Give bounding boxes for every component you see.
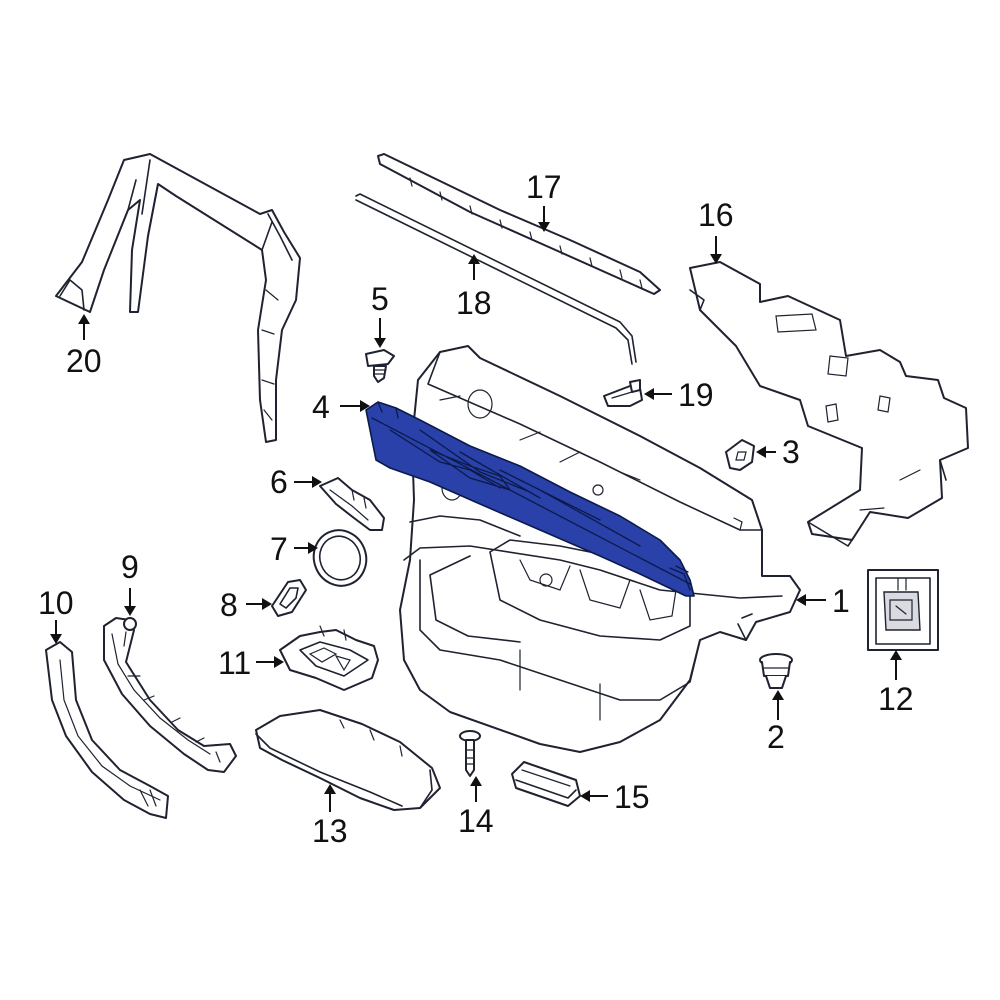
part-9-pull-handle[interactable]: [103, 617, 237, 773]
part-17-belt-molding[interactable]: [377, 153, 661, 295]
callout-11: 11: [218, 645, 251, 681]
leader-lines: [50, 206, 902, 812]
callout-20: 20: [66, 343, 102, 379]
part-18-weatherstrip[interactable]: [355, 193, 637, 365]
callout-2: 2: [767, 719, 785, 755]
part-11-bracket[interactable]: [279, 625, 379, 691]
callout-7: 7: [270, 531, 288, 567]
callout-13: 13: [312, 813, 348, 849]
callout-16: 16: [698, 197, 734, 233]
part-4-fill: [365, 401, 695, 597]
part-4-upper-trim-highlighted[interactable]: [365, 401, 695, 597]
part-14-bolt[interactable]: [459, 730, 481, 777]
part-12-window-switch[interactable]: [867, 569, 939, 651]
callout-8: 8: [220, 587, 238, 623]
part-2-push-fastener[interactable]: [759, 653, 793, 689]
callout-labels: 1 2 3 4 5 6 7 8 9 10 11 12 13 14 15 16 1…: [38, 169, 914, 849]
part-8-grommet[interactable]: [271, 579, 307, 617]
callout-1: 1: [832, 583, 850, 619]
part-16-sound-insulator[interactable]: [689, 261, 969, 547]
callout-9: 9: [121, 549, 139, 585]
part-20-window-frame[interactable]: [55, 153, 301, 443]
callout-6: 6: [270, 464, 288, 500]
callout-18: 18: [456, 285, 492, 321]
callout-10: 10: [38, 585, 74, 621]
callout-5: 5: [371, 281, 389, 317]
part-7-speaker-ring[interactable]: [306, 523, 374, 593]
part-6-bezel[interactable]: [319, 477, 385, 531]
part-19-clip[interactable]: [603, 379, 643, 407]
part-15-lamp[interactable]: [511, 761, 581, 807]
part-10-trim-strip[interactable]: [45, 641, 169, 819]
callout-4: 4: [312, 389, 330, 425]
callout-17: 17: [526, 169, 562, 205]
callout-19: 19: [678, 377, 714, 413]
part-13-armrest-pad[interactable]: [255, 709, 441, 811]
callout-12: 12: [878, 681, 914, 717]
callout-14: 14: [458, 803, 494, 839]
part-3-clip[interactable]: [725, 439, 755, 471]
callout-15: 15: [614, 779, 650, 815]
callout-3: 3: [782, 434, 800, 470]
part-5-screw[interactable]: [365, 349, 395, 383]
